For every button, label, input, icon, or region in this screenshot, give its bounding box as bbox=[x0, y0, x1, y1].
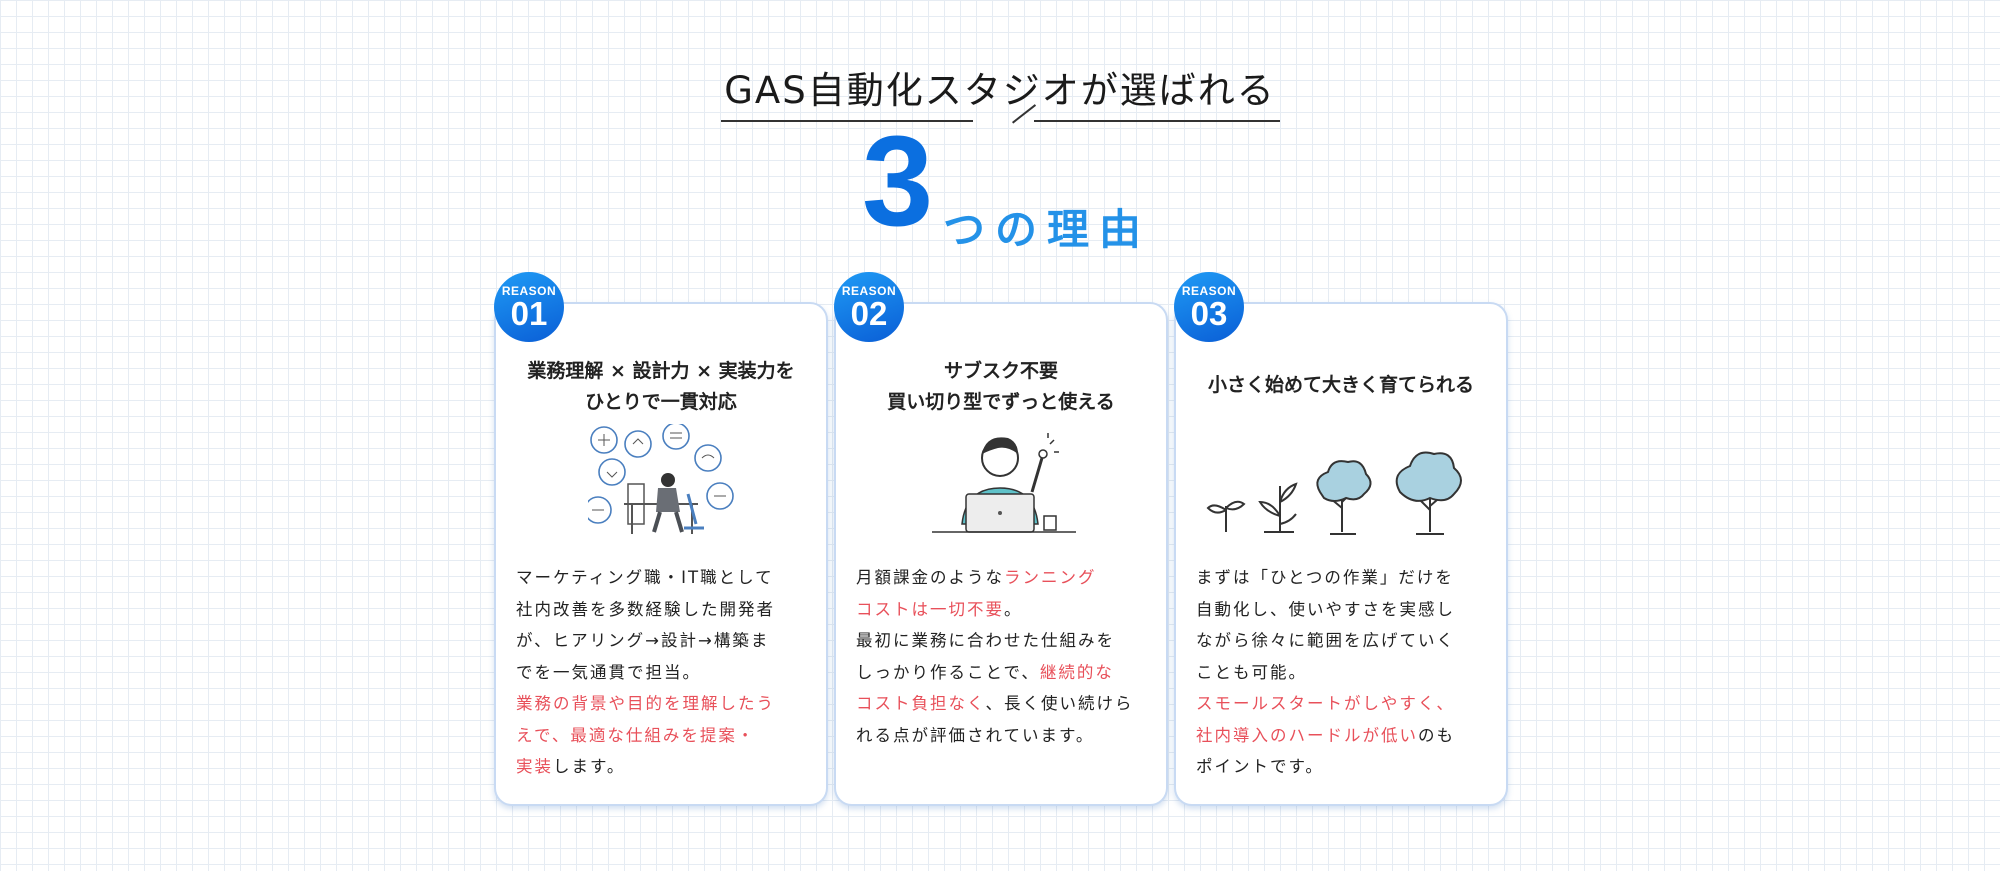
reason-title-line: 小さく始めて大きく育てられる bbox=[1207, 374, 1474, 396]
reason-title: 小さく始めて大きく育てられる bbox=[1176, 370, 1506, 401]
reason-body: 月額課金のようなランニング コストは一切不要。 最初に業務に合わせた仕組みを し… bbox=[856, 562, 1156, 751]
person-with-laptop-illustration bbox=[932, 433, 1076, 533]
reason-count-number: 3 bbox=[862, 110, 934, 253]
badge-label: REASON bbox=[841, 284, 897, 298]
reason-count-suffix: つの理由 bbox=[943, 205, 1152, 254]
reason-body-text: しっかり作ることで、 bbox=[856, 662, 1040, 682]
reason-body-line: 社内改善を多数経験した開発者 bbox=[516, 599, 775, 619]
reason-badge-3: REASON 03 bbox=[1174, 272, 1244, 342]
reason-body-line: マーケティング職・IT職として bbox=[516, 568, 774, 587]
reason-body-line: が、ヒアリング→設計→構築ま bbox=[516, 631, 770, 650]
reason-title-line: サブスク不要 bbox=[943, 360, 1058, 382]
reason-badge-2: REASON 02 bbox=[834, 272, 904, 342]
reason-body-line: 自動化し、使いやすさを実感し bbox=[1196, 599, 1455, 619]
reason-body-line: ながら徐々に範囲を広げていく bbox=[1196, 631, 1455, 650]
reason-badge-1: REASON 01 bbox=[494, 272, 564, 342]
reason-body-highlight: 実装 bbox=[516, 757, 553, 776]
reason-body-highlight: 業務の背景や目的を理解したう bbox=[516, 694, 775, 713]
badge-number: 02 bbox=[850, 295, 888, 332]
reason-body-highlight: ランニング bbox=[1004, 568, 1097, 587]
reason-body-text: 。 bbox=[1004, 599, 1023, 619]
heading-underline-right bbox=[1034, 120, 1280, 122]
reason-body: まずは「ひとつの作業」だけを 自動化し、使いやすさを実感し ながら徐々に範囲を広… bbox=[1196, 562, 1496, 783]
reason-body-line: まずは「ひとつの作業」だけを bbox=[1196, 568, 1454, 587]
reason-body-highlight: コストは一切不要 bbox=[856, 599, 1004, 619]
person-at-desk-illustration bbox=[588, 424, 734, 534]
badge-number: 03 bbox=[1190, 295, 1228, 332]
reason-body-highlight: コスト負担なく bbox=[856, 694, 986, 713]
reason-body-line: コストは一切不要。 bbox=[856, 594, 1156, 626]
reason-body-line: 最初に業務に合わせた仕組みを bbox=[856, 631, 1115, 650]
reason-title-line: 業務理解 × 設計力 × 実装力を bbox=[527, 360, 795, 382]
section-heading: GAS自動化スタジオが選ばれる bbox=[724, 69, 1276, 112]
reason-body-highlight: 社内導入のハードルが低い bbox=[1196, 725, 1418, 745]
badge-number: 01 bbox=[510, 295, 548, 332]
reason-card-1: 業務理解 × 設計力 × 実装力を ひとりで一貫対応 マーケティング職・IT職と… bbox=[494, 302, 828, 806]
badge-label: REASON bbox=[501, 284, 557, 298]
reason-title-line: ひとりで一貫対応 bbox=[585, 391, 737, 413]
reason-body-text: します。 bbox=[553, 757, 626, 776]
reason-body-line: れる点が評価されています。 bbox=[856, 725, 1095, 745]
reason-body-line: 社内導入のハードルが低いのも bbox=[1196, 720, 1496, 752]
reason-body-line: ことも可能。 bbox=[1196, 662, 1307, 682]
reason-body-highlight: えで、最適な仕組みを提案・ bbox=[516, 725, 756, 745]
reason-title: サブスク不要 買い切り型でずっと使える bbox=[836, 356, 1166, 418]
reason-body-highlight: 継続的な bbox=[1039, 662, 1114, 682]
heading-underline-left bbox=[721, 120, 973, 122]
reason-body-text: 、長く使い続けら bbox=[985, 694, 1134, 713]
reason-body-text: のも bbox=[1418, 725, 1455, 745]
badge-label: REASON bbox=[1181, 284, 1237, 298]
reason-card-3: 小さく始めて大きく育てられる まずは「ひとつの作業」だけを 自動化し、使いやすさ… bbox=[1174, 302, 1508, 806]
reason-body-line: ポイントです。 bbox=[1196, 757, 1324, 776]
growing-tree-illustration bbox=[1206, 451, 1462, 535]
reason-body-text: 月額課金のような bbox=[856, 568, 1004, 587]
reason-body-line: しっかり作ることで、継続的な bbox=[856, 657, 1156, 689]
reason-body-line: コスト負担なく、長く使い続けら bbox=[856, 688, 1156, 720]
reason-body-line: 実装します。 bbox=[516, 751, 816, 783]
reason-title: 業務理解 × 設計力 × 実装力を ひとりで一貫対応 bbox=[496, 356, 826, 418]
reason-body: マーケティング職・IT職として 社内改善を多数経験した開発者 が、ヒアリング→設… bbox=[516, 562, 816, 783]
reason-card-2: サブスク不要 買い切り型でずっと使える 月額課金のようなランニング コストは一切… bbox=[834, 302, 1168, 806]
reason-body-line: 月額課金のようなランニング bbox=[856, 562, 1156, 594]
reason-title-line: 買い切り型でずっと使える bbox=[887, 391, 1115, 413]
reason-body-highlight: スモールスタートがしやすく、 bbox=[1196, 694, 1455, 713]
reason-body-line: でを一気通貫で担当。 bbox=[516, 662, 701, 682]
